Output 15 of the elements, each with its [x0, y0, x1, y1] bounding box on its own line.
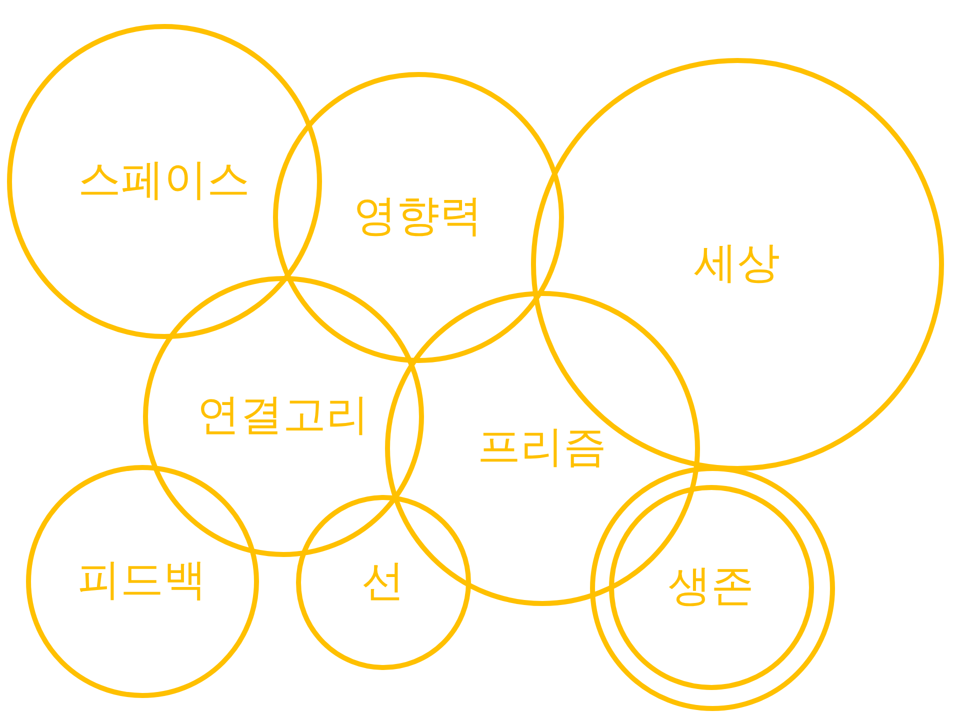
node-label: 선: [362, 558, 404, 606]
node-label: 프리즘: [478, 424, 606, 472]
circle-node: [590, 466, 834, 710]
circle-node: [142, 276, 424, 556]
circle-node: [26, 464, 258, 698]
node-label: 세상: [694, 240, 780, 288]
node-label: 스페이스: [78, 157, 250, 205]
node-label: 생존: [668, 563, 754, 611]
circle-node: [272, 72, 564, 362]
node-label: 영향력: [354, 193, 482, 241]
circle-node: [6, 24, 322, 338]
node-label: 연결고리: [197, 392, 369, 440]
circle-node: [296, 494, 470, 670]
circle-node: [608, 484, 814, 690]
node-label: 피드백: [78, 557, 206, 605]
